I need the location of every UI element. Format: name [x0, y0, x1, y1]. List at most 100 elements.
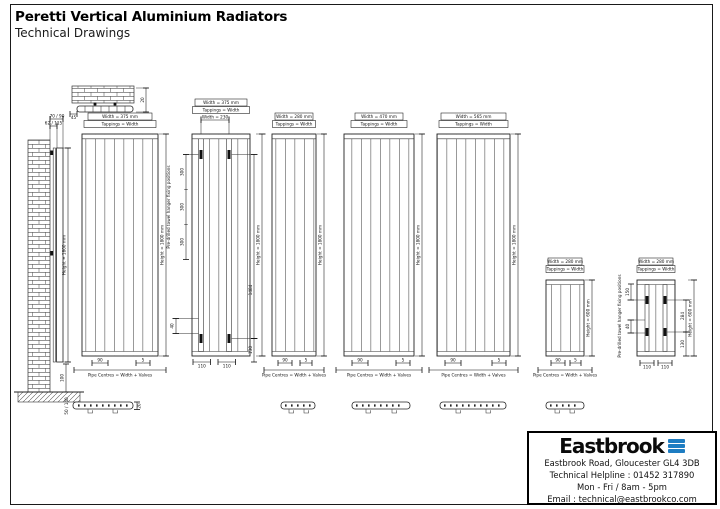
pipe-centre-dim: 110 — [643, 365, 651, 370]
wall-plan-view: 20 45 — [69, 85, 149, 120]
plan-section-375: 50 / 140 20 — [64, 397, 142, 415]
radiator-front-280-600-towel-hanger: Width = 280 mm Tappings = Width Pre-dril… — [617, 257, 697, 370]
pipe-offset-dim: 90 — [97, 357, 103, 362]
plan-depth-dim: 20 — [140, 97, 145, 103]
hanger-span-dim: 284 — [680, 312, 685, 320]
tappings-label: Tappings = Width — [360, 122, 398, 127]
fixing-hole — [227, 334, 231, 343]
plan-section-470 — [351, 401, 411, 414]
width-label: Width = 280 mm — [547, 259, 583, 264]
width-label: Width = 375 mm — [102, 114, 138, 119]
radiator-body — [436, 133, 511, 357]
top-offset-dim: 150 — [625, 288, 630, 296]
section-depth-dim: 50 / 140 — [64, 397, 69, 415]
fixing-spacing-dim: 300 — [180, 238, 185, 246]
pipe-centre-dim: 110 — [223, 364, 231, 369]
pipe-centres-label: Pipe Centres = Width + Valves — [441, 372, 505, 377]
height-dim: Height = 1800 mm — [318, 225, 323, 265]
hanger-rail-right — [662, 284, 668, 352]
height-dim: Height = 1800 mm — [160, 225, 165, 265]
width-label: Width = 375 mm — [203, 100, 239, 105]
radiator-front-470: Width = 470 mm Tappings = Width Height =… — [335, 112, 425, 377]
hanger-rail-right — [226, 138, 232, 352]
hanger-span-dim: 1484 — [248, 284, 253, 295]
plan-section-280-short — [545, 401, 585, 414]
side-mounting-plate — [52, 147, 56, 363]
pipe-offset-dim: 90 — [357, 357, 363, 362]
side-plate-dim: 62 / 115 — [45, 120, 63, 125]
valve-offset-dim: 5 — [574, 357, 577, 362]
hanger-rail-left — [644, 284, 650, 352]
width-label: Width = 280 mm — [276, 114, 312, 119]
valve-offset-dim: 5 — [498, 357, 501, 362]
radiator-body — [343, 133, 415, 357]
contact-hours: Mon - Fri / 8am - 5pm — [577, 482, 667, 492]
pipe-centres-label: Pipe Centres = Width + Valves — [347, 372, 411, 377]
radiator-front-375-towel-hanger: Width = 375 mm Tappings = Width Width = … — [166, 98, 266, 369]
pipe-centres-label: Pipe Centres = Width + Valves — [533, 372, 597, 377]
page-title: Peretti Vertical Aluminium Radiators — [15, 9, 288, 25]
width-label: Width = 470 mm — [361, 114, 397, 119]
height-dim: Height = 1800 mm — [512, 225, 517, 265]
wall-bracket-mid — [50, 251, 54, 256]
radiator-plan-section — [76, 105, 134, 113]
contact-email: Email : technical@eastbrookco.com — [547, 494, 697, 504]
wall-bracket-top — [50, 150, 54, 155]
floor-hatch — [17, 391, 81, 403]
tappings-label: Tappings = Width — [202, 108, 240, 113]
hole-offset-dim: 40 — [170, 323, 175, 329]
side-elevation-view: 70 / 90 62 / 115 Height = 1800 mm 100 — [14, 113, 84, 403]
tappings-label: Tappings = Width — [546, 267, 584, 272]
eastbrook-logo-text: Eastbrook — [559, 434, 665, 458]
tappings-label: Tappings = Width — [637, 267, 675, 272]
eastbrook-logo-icon — [667, 438, 685, 454]
fixing-hole — [199, 334, 203, 343]
contact-address: Eastbrook Road, Gloucester GL4 3DB — [544, 458, 700, 468]
pipe-centre-dim: 110 — [661, 365, 669, 370]
predrilled-label: Pre-drilled towel hanger fixing position… — [617, 274, 622, 357]
radiator-body — [81, 133, 159, 357]
height-dim: Height = 1800 mm — [416, 225, 421, 265]
brick-wall-plan — [71, 85, 135, 104]
fixing-hole — [663, 328, 667, 336]
radiator-body — [545, 279, 585, 357]
side-height-dim: Height = 1800 mm — [62, 235, 67, 275]
brick-wall-elevation — [27, 139, 51, 393]
fixing-hole — [645, 296, 649, 304]
fixing-hole — [645, 328, 649, 336]
fixing-hole — [227, 150, 231, 159]
plan-section-280 — [280, 401, 316, 414]
fixing-hole — [199, 150, 203, 159]
radiator-body — [636, 279, 676, 357]
hanger-rail-left — [198, 138, 204, 352]
section-right-dim: 20 — [137, 403, 142, 409]
contact-helpline: Technical Helpline : 01452 317890 — [549, 470, 695, 480]
radiator-front-280: Width = 280 mm Tappings = Width Height =… — [262, 112, 327, 377]
radiator-plan-sections: 50 / 140 20 — [64, 397, 585, 415]
pipe-offset-dim: 90 — [450, 357, 456, 362]
contact-box: Eastbrook Eastbrook Road, Gloucester GL4… — [527, 431, 717, 505]
valve-offset-dim: 5 — [142, 357, 145, 362]
plan-left-dim: 45 — [71, 115, 77, 120]
tappings-label: Tappings = Width — [454, 122, 492, 127]
radiator-front-375: Width = 375 mm Tappings = Width Height =… — [73, 112, 169, 377]
tappings-label: Tappings = Width — [275, 122, 313, 127]
pipe-centres-label: Pipe Centres = Width + Valves — [262, 372, 326, 377]
side-projection-dim: 70 / 90 — [50, 113, 65, 118]
height-dim: Height = 1800 mm — [256, 225, 261, 265]
page-subtitle: Technical Drawings — [15, 26, 131, 40]
height-dim: Height = 600 mm — [586, 299, 591, 337]
height-dim: Height = 600 mm — [688, 299, 693, 337]
width-label: Width = 565 mm — [456, 114, 492, 119]
plan-bracket-left — [93, 102, 97, 106]
pipe-offset-dim: 90 — [282, 357, 288, 362]
valve-offset-dim: 5 — [402, 357, 405, 362]
fixing-spacing-dim: 300 — [180, 168, 185, 176]
plan-section-565 — [439, 401, 507, 414]
fixing-hole — [663, 296, 667, 304]
radiator-front-280-600: Width = 280 mm Tappings = Width Height =… — [533, 257, 597, 377]
pipe-centres-label: Pipe Centres = Width + Valves — [88, 372, 152, 377]
width-label: Width = 280 mm — [638, 259, 674, 264]
